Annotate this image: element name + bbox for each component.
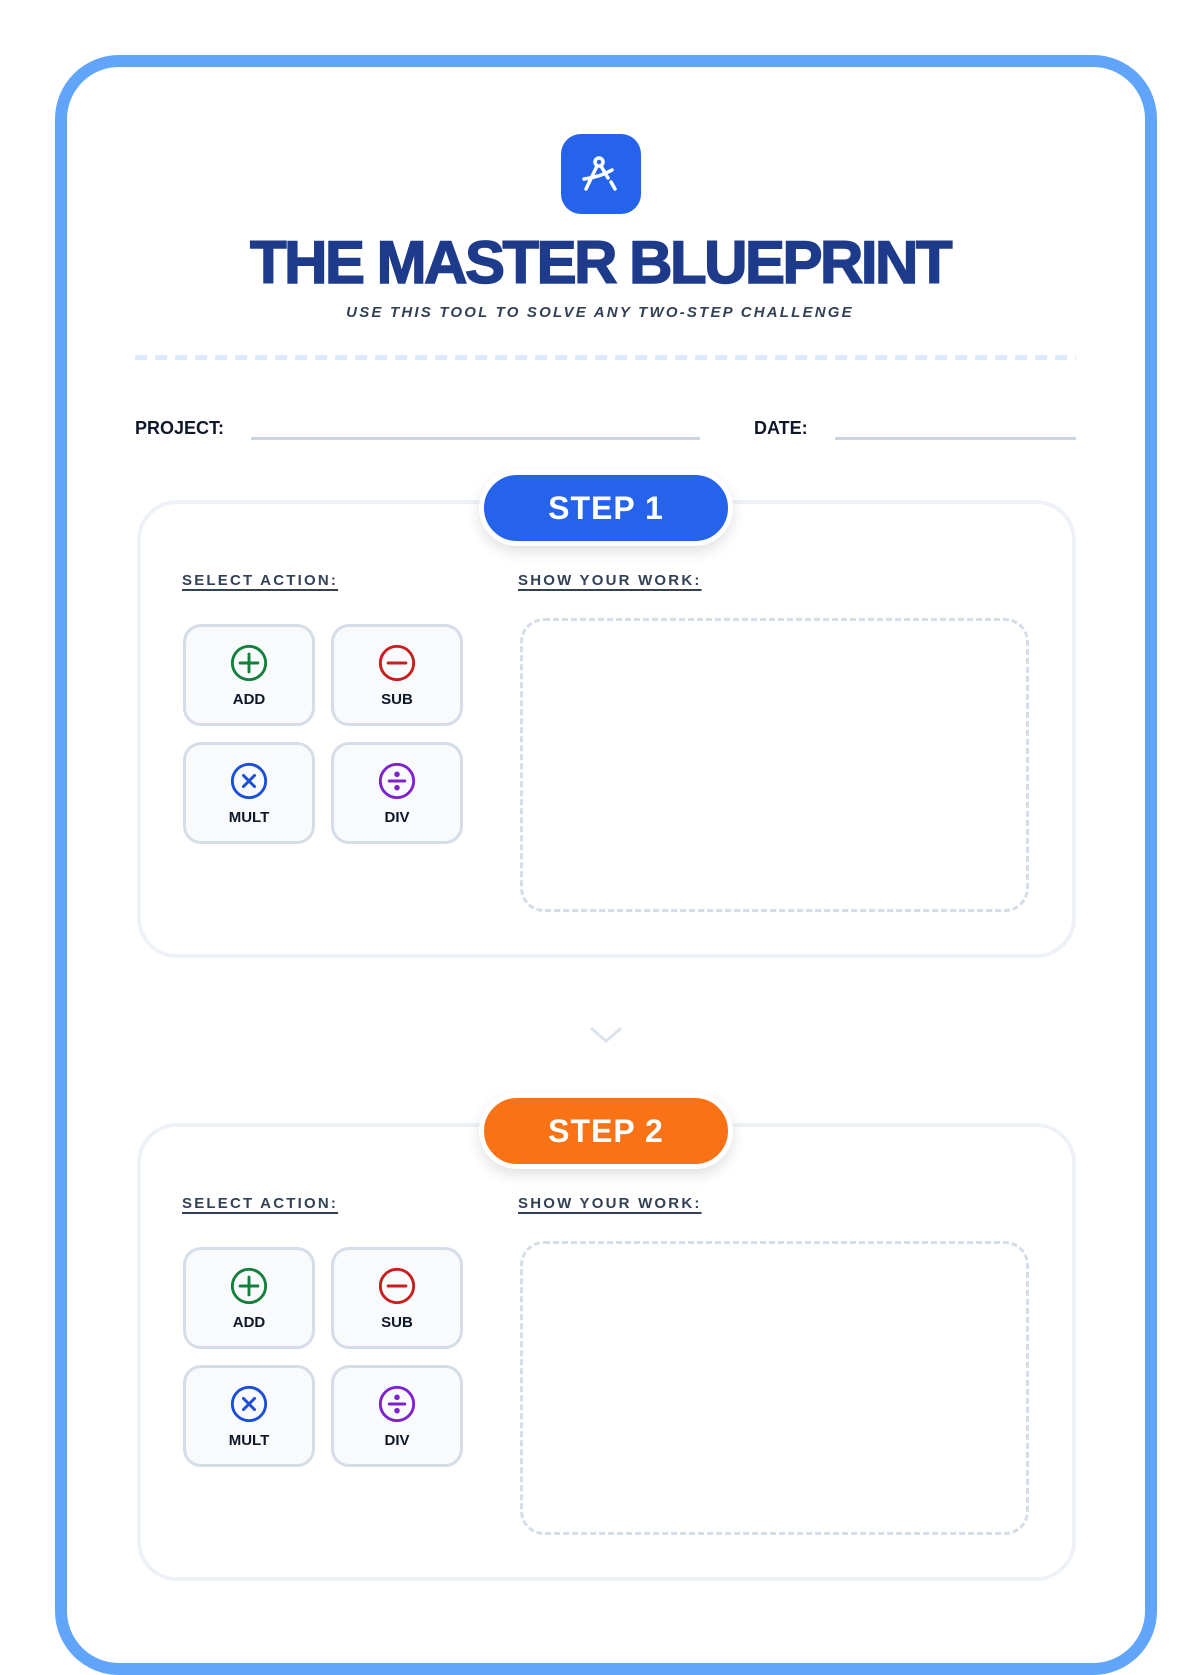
date-field[interactable] — [835, 437, 1076, 440]
select-action-label: SELECT ACTION: — [182, 1195, 339, 1212]
action-label: ADD — [232, 1313, 266, 1331]
compass-icon — [561, 134, 641, 214]
page-subtitle: USE THIS TOOL TO SOLVE ANY TWO-STEP CHAL… — [346, 304, 854, 321]
action-sub-button[interactable]: SUB — [331, 1247, 463, 1349]
date-label: DATE: — [754, 418, 808, 438]
divide-circle-icon — [378, 762, 416, 799]
select-action-label: SELECT ACTION: — [182, 572, 339, 589]
divider — [135, 355, 1076, 360]
plus-circle-icon — [230, 1267, 268, 1304]
action-label: DIV — [384, 1431, 410, 1449]
step-card — [137, 500, 1076, 958]
action-label: SUB — [381, 690, 413, 708]
action-label: DIV — [384, 808, 410, 826]
step-card — [137, 1123, 1076, 1581]
divide-circle-icon — [378, 1385, 416, 1422]
action-mult-button[interactable]: MULT — [183, 742, 315, 844]
action-div-button[interactable]: DIV — [331, 1365, 463, 1467]
step-badge: STEP 2 — [479, 1093, 733, 1169]
action-label: SUB — [381, 1313, 413, 1331]
action-div-button[interactable]: DIV — [331, 742, 463, 844]
page-title: THE MASTER BLUEPRINT — [249, 228, 953, 297]
action-sub-button[interactable]: SUB — [331, 624, 463, 726]
chevron-down-icon — [588, 1024, 624, 1051]
project-field[interactable] — [251, 437, 700, 440]
minus-circle-icon — [378, 1267, 416, 1304]
show-work-label: SHOW YOUR WORK: — [518, 1195, 702, 1212]
work-area[interactable] — [520, 1241, 1029, 1535]
step-badge: STEP 1 — [479, 470, 733, 546]
times-circle-icon — [230, 1385, 268, 1422]
work-area[interactable] — [520, 618, 1029, 912]
action-label: MULT — [228, 1431, 270, 1449]
action-mult-button[interactable]: MULT — [183, 1365, 315, 1467]
action-label: MULT — [228, 808, 270, 826]
action-label: ADD — [232, 690, 266, 708]
action-add-button[interactable]: ADD — [183, 1247, 315, 1349]
project-label: PROJECT: — [135, 418, 225, 438]
action-add-button[interactable]: ADD — [183, 624, 315, 726]
show-work-label: SHOW YOUR WORK: — [518, 572, 702, 589]
minus-circle-icon — [378, 644, 416, 681]
plus-circle-icon — [230, 644, 268, 681]
times-circle-icon — [230, 762, 268, 799]
